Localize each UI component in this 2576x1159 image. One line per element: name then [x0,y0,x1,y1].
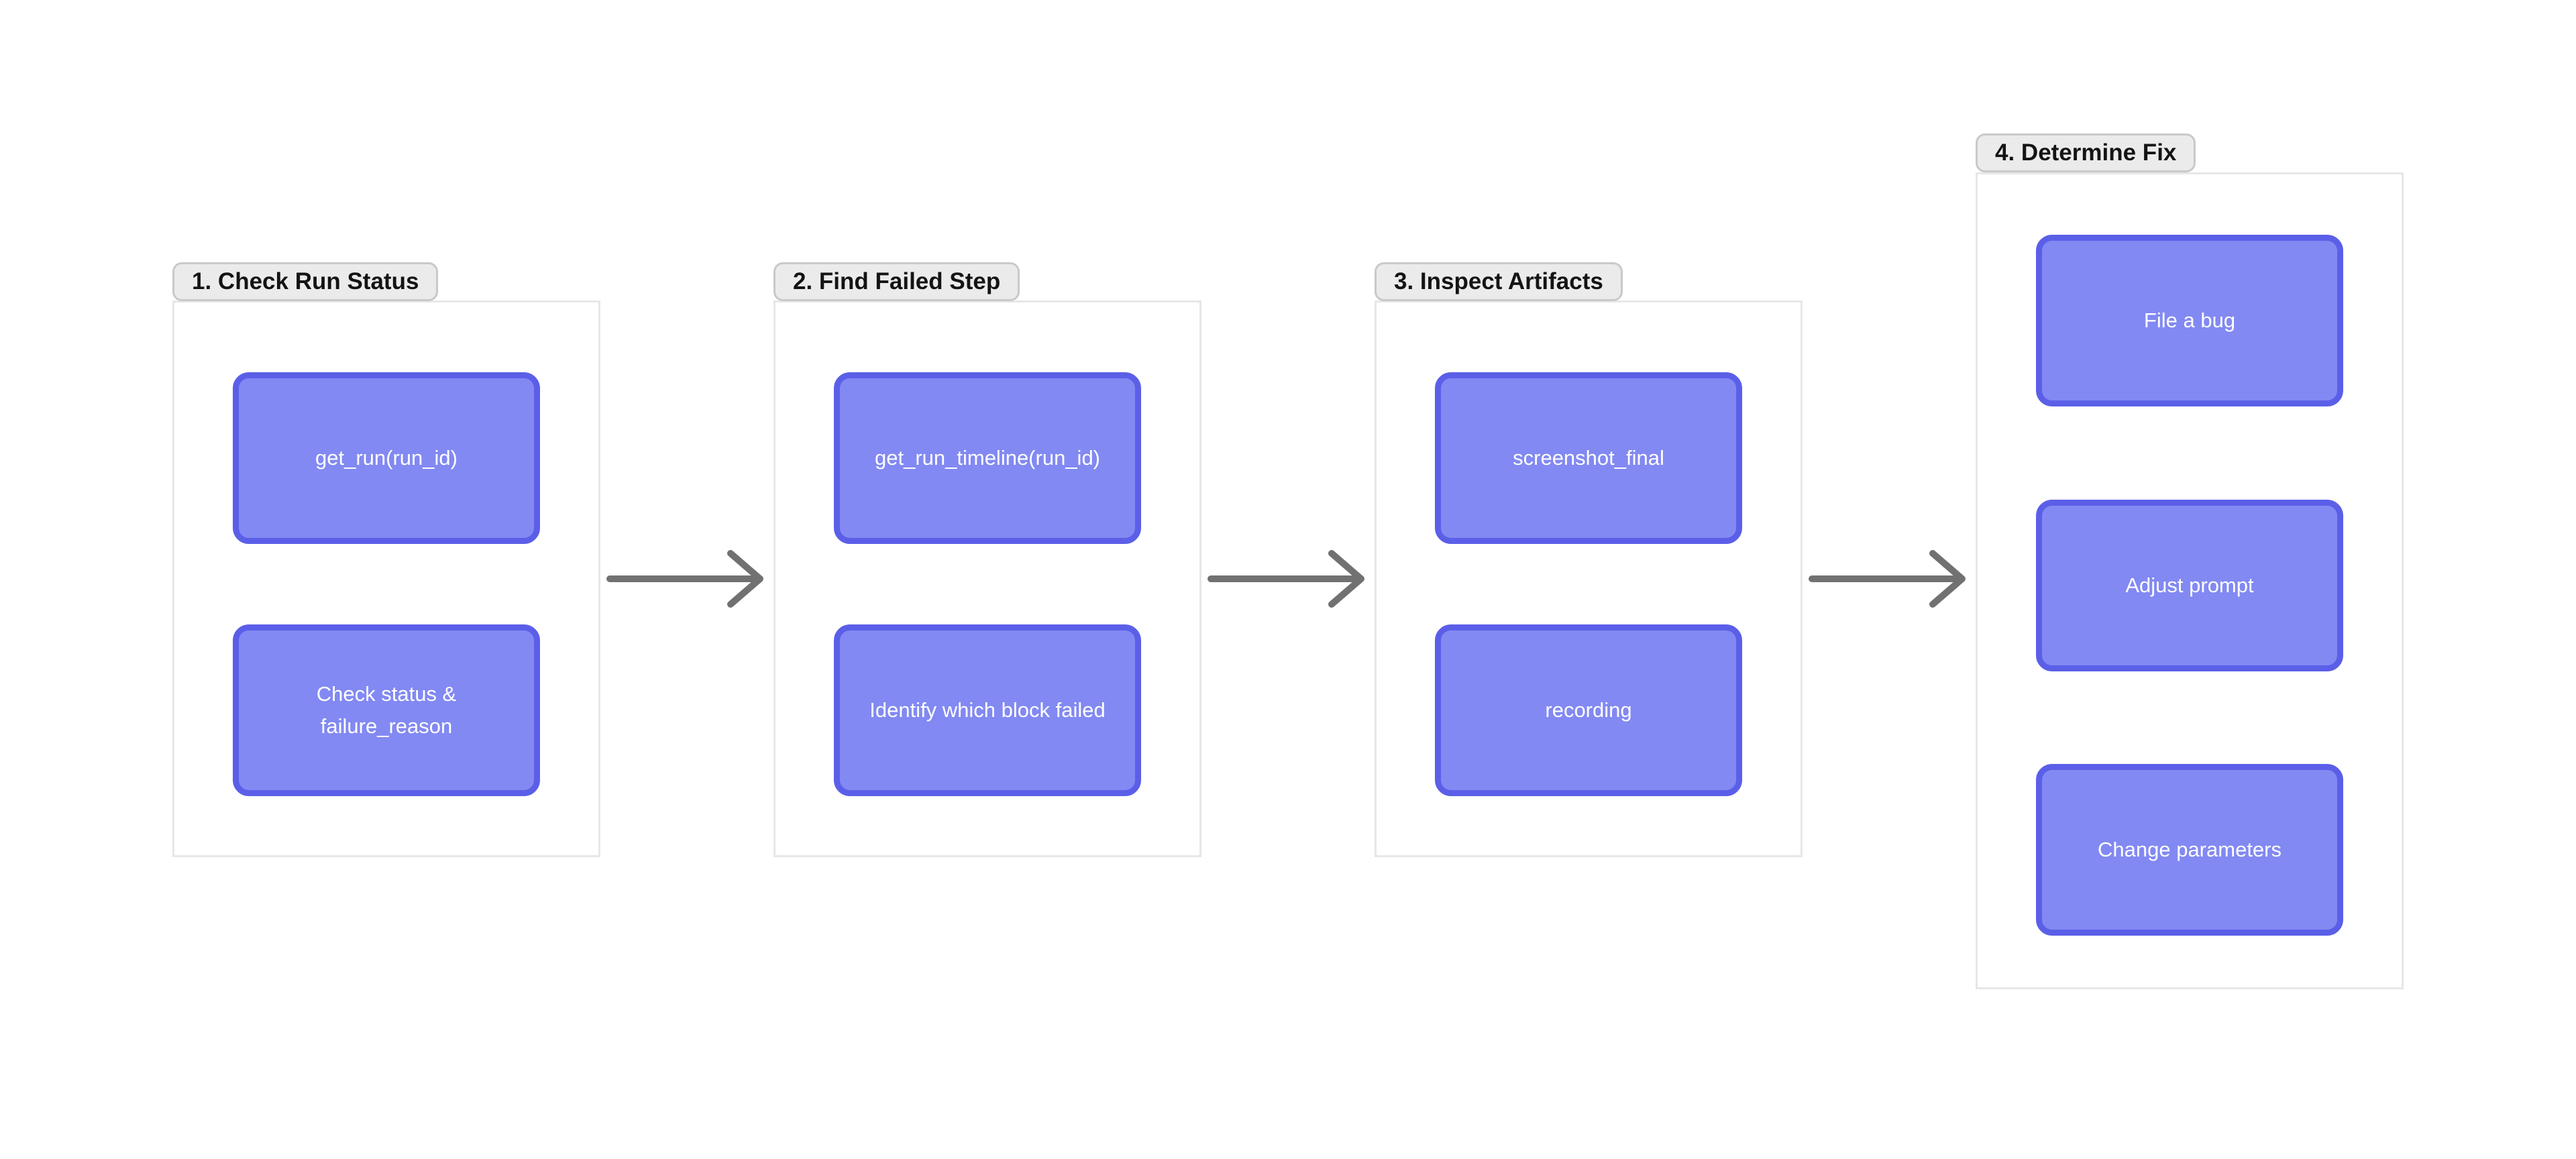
node-label: screenshot_final [1513,445,1664,470]
node-change-parameters[interactable]: Change parameters [2036,764,2343,936]
node-identify-which-block-failed[interactable]: Identify which block failed [834,624,1141,796]
node-label: get_run_timeline(run_id) [874,445,1101,470]
node-label: Change parameters [2098,837,2282,861]
node-adjust-prompt[interactable]: Adjust prompt [2036,500,2343,671]
group-label-text: 3. Inspect Artifacts [1394,268,1603,294]
group-label-determine-fix[interactable]: 4. Determine Fix [1976,133,2196,173]
node-label: recording [1545,698,1632,722]
group-label-find-failed-step[interactable]: 2. Find Failed Step [773,262,1020,302]
arrow-right-icon[interactable] [1207,539,1371,619]
node-label: Check status & failure_reason [316,681,457,738]
group-label-text: 1. Check Run Status [192,268,419,294]
group-label-inspect-artifacts[interactable]: 3. Inspect Artifacts [1375,262,1623,302]
arrow-right-icon[interactable] [606,539,770,619]
node-recording[interactable]: recording [1435,624,1742,796]
group-label-text: 4. Determine Fix [1995,140,2177,166]
node-label: File a bug [2143,308,2236,332]
node-screenshot-final[interactable]: screenshot_final [1435,372,1742,544]
node-label: get_run(run_id) [315,445,458,470]
node-file-a-bug[interactable]: File a bug [2036,235,2343,406]
group-label-text: 2. Find Failed Step [793,268,1001,294]
node-get-run[interactable]: get_run(run_id) [233,372,540,544]
group-label-check-run-status[interactable]: 1. Check Run Status [172,262,439,302]
arrow-right-icon[interactable] [1808,539,1972,619]
node-label: Identify which block failed [869,698,1106,722]
node-label: Adjust prompt [2125,573,2254,597]
node-get-run-timeline[interactable]: get_run_timeline(run_id) [834,372,1141,544]
node-check-status-failure-reason[interactable]: Check status & failure_reason [233,624,540,796]
